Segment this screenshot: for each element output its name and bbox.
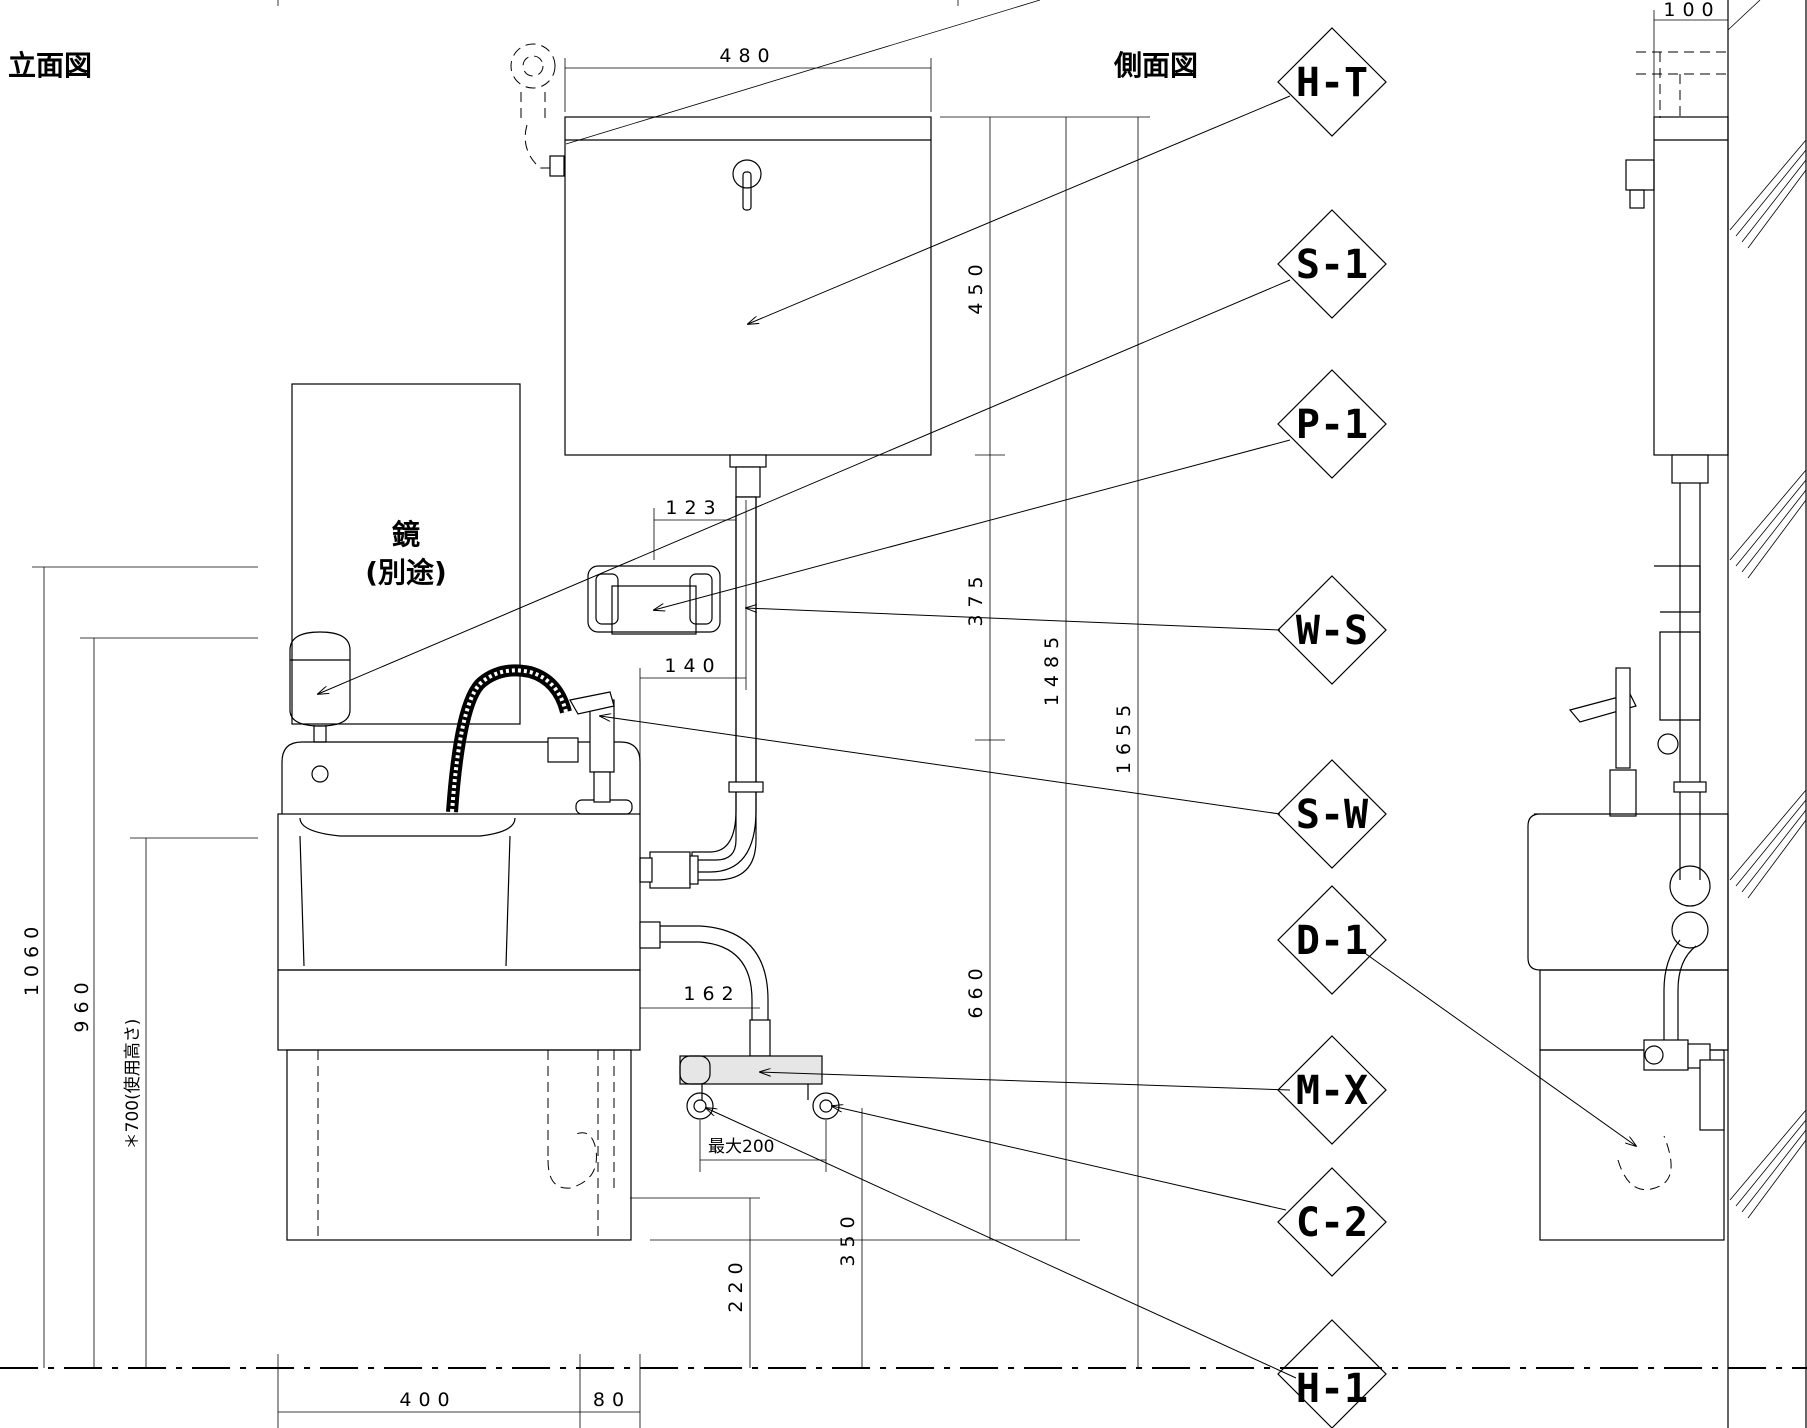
tag-sw: S-W: [1277, 759, 1387, 869]
dim-side-100: 100: [1663, 0, 1720, 21]
mirror: 鏡 (別途): [291, 383, 521, 725]
tag-h1: H-1: [1277, 1319, 1387, 1428]
dim-400: 400: [399, 1389, 456, 1411]
svg-text:W-S: W-S: [1296, 608, 1368, 654]
elevation-view-title: 立面図: [8, 49, 92, 82]
tag-d1: D-1: [1277, 885, 1387, 995]
flush-pipe: [639, 496, 764, 889]
tag-s1: S-1: [1277, 209, 1387, 319]
soap-dispenser: [289, 631, 351, 783]
supply-pipe: [639, 921, 771, 1057]
dim-375: 375: [965, 569, 987, 626]
dim-1060: 1060: [21, 920, 43, 996]
faucet-with-hose: [446, 664, 615, 813]
dim-960: 960: [71, 975, 93, 1032]
svg-text:H-T: H-T: [1296, 60, 1368, 106]
dim-162: 162: [683, 983, 740, 1005]
svg-text:S-1: S-1: [1296, 242, 1368, 288]
svg-text:D-1: D-1: [1296, 918, 1368, 964]
dim-123: 123: [665, 497, 722, 519]
dim-1485: 1485: [1041, 630, 1063, 706]
mixer-faucet: [679, 1055, 840, 1120]
leader-lines: [318, 0, 1636, 1379]
side-view-title: 側面図: [1113, 49, 1198, 82]
high-tank: [564, 116, 932, 498]
dim-140: 140: [664, 655, 721, 677]
tag-ht: H-T: [1277, 27, 1387, 137]
svg-text:C-2: C-2: [1296, 1200, 1368, 1246]
tag-c2: C-2: [1277, 1167, 1387, 1277]
side-view: 100: [1527, 0, 1807, 1428]
dim-80: 80: [593, 1389, 631, 1411]
dim-480: 480: [719, 45, 776, 67]
dim-660: 660: [965, 961, 987, 1018]
hand-wash-cabinet: [277, 741, 641, 1241]
dim-350: 350: [837, 1209, 859, 1266]
dim-1655: 1655: [1113, 698, 1135, 774]
svg-text:S-W: S-W: [1296, 792, 1369, 838]
dim-450: 450: [965, 257, 987, 314]
svg-text:M-X: M-X: [1296, 1068, 1368, 1114]
tag-ws: W-S: [1277, 575, 1387, 685]
mirror-label-2: (別途): [365, 556, 447, 589]
float-valve-detail: [510, 43, 565, 177]
paper-holder: [587, 565, 721, 635]
tag-mx: M-X: [1277, 1035, 1387, 1145]
mirror-label-1: 鏡: [392, 518, 420, 551]
svg-text:H-1: H-1: [1296, 1366, 1368, 1412]
svg-text:P-1: P-1: [1296, 402, 1368, 448]
dim-max200: 最大200: [708, 1137, 774, 1157]
tag-p1: P-1: [1277, 369, 1387, 479]
dimension-lines: 480 450 375 660 1485 1655 123 140 162 最大…: [21, 45, 1150, 1428]
dim-use-height: ＊700(使用高さ): [122, 1019, 143, 1150]
dim-220: 220: [725, 1255, 747, 1312]
